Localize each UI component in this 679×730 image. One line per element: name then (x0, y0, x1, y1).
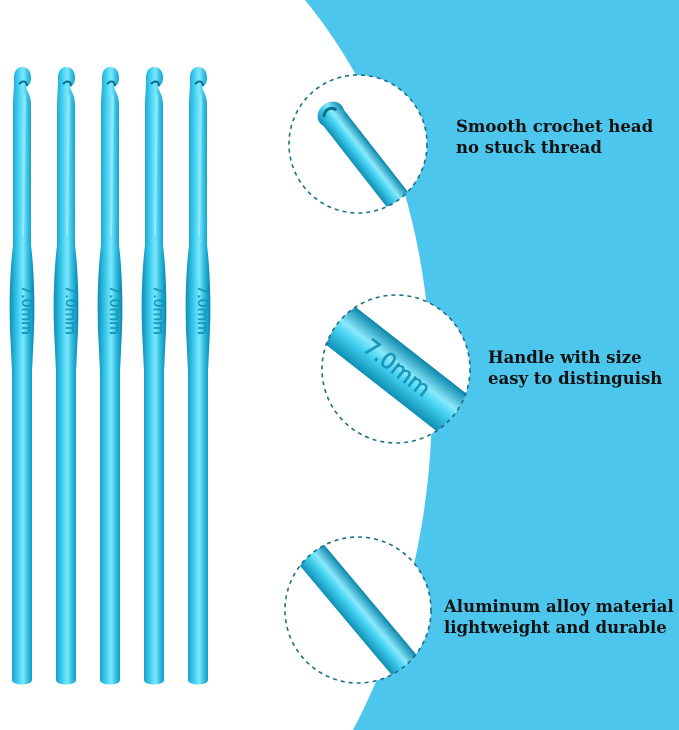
feature-line: Smooth crochet head (456, 117, 654, 136)
crochet-hook: 7.0mm (9, 67, 35, 685)
svg-text:7.0mm: 7.0mm (150, 285, 166, 335)
crochet-hook-set: 7.0mm 7.0mm 7.0mm 7.0mm 7.0mm (9, 67, 211, 685)
feature-line: Aluminum alloy material (444, 597, 674, 616)
svg-text:7.0mm: 7.0mm (194, 285, 210, 335)
feature-line: Handle with size (488, 348, 642, 367)
feature-line: no stuck thread (456, 138, 602, 157)
crochet-hook: 7.0mm (53, 67, 79, 685)
feature-line: lightweight and durable (444, 618, 667, 637)
svg-text:7.0mm: 7.0mm (18, 285, 34, 335)
handle-closeup: 7.0mm (321, 294, 471, 444)
crochet-hook: 7.0mm (141, 67, 167, 685)
svg-text:7.0mm: 7.0mm (106, 285, 122, 335)
crochet-hook: 7.0mm (97, 67, 123, 685)
feature-caption-head: Smooth crochet head no stuck thread (456, 116, 653, 158)
crochet-head-closeup (288, 74, 428, 214)
feature-caption-handle: Handle with size easy to distinguish (488, 347, 662, 389)
blue-background-panel (305, 0, 679, 730)
feature-caption-material: Aluminum alloy material lightweight and … (444, 596, 674, 638)
svg-text:7.0mm: 7.0mm (62, 285, 78, 335)
feature-line: easy to distinguish (488, 369, 663, 388)
crochet-hook: 7.0mm (185, 67, 211, 685)
shaft-closeup (284, 536, 432, 684)
